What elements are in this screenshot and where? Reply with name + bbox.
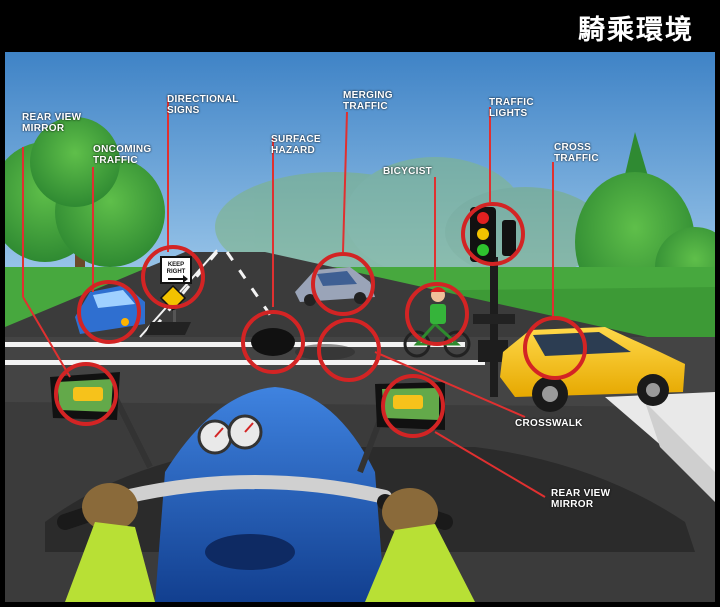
callout-ring-right-mirror bbox=[381, 374, 445, 438]
label-crosswalk: CROSSWALK bbox=[515, 418, 583, 429]
callout-ring-cross-traffic bbox=[523, 316, 587, 380]
callout-ring-hazard bbox=[241, 310, 305, 374]
surface-hazard-pothole bbox=[251, 328, 295, 356]
cross-traffic-taxi bbox=[500, 327, 685, 412]
right-rear-view-mirror bbox=[375, 382, 445, 430]
left-tree bbox=[5, 117, 165, 297]
keep-right-sign-text-line1: KEEP bbox=[168, 262, 184, 268]
right-sidewalk-2 bbox=[645, 402, 715, 502]
label-traffic-lights: TRAFFIC LIGHTS bbox=[489, 97, 534, 119]
callout-ring-oncoming bbox=[77, 280, 141, 344]
callout-rings bbox=[54, 202, 587, 438]
callout-lines bbox=[22, 97, 554, 498]
label-merging-traffic: MERGING TRAFFIC bbox=[343, 90, 393, 112]
callout-ring-bicyclist bbox=[405, 282, 469, 346]
title-bar: 騎乘環境 bbox=[0, 0, 720, 52]
callout-ring-signs bbox=[141, 245, 205, 309]
keep-right-sign-text-line2: RIGHT bbox=[167, 269, 186, 275]
label-bicyclist: BICYCIST bbox=[383, 166, 433, 177]
riding-environment-scene: KEEP RIGHT bbox=[5, 52, 715, 602]
directional-signs: KEEP RIGHT bbox=[145, 256, 192, 335]
crosswalk-stripe bbox=[5, 360, 485, 365]
lane-dashes bbox=[153, 251, 277, 328]
label-oncoming-traffic: ONCOMING TRAFFIC bbox=[93, 144, 152, 166]
callout-ring-crosswalk bbox=[317, 318, 381, 382]
label-rear-view-mirror-right: REAR VIEW MIRROR bbox=[551, 488, 611, 510]
label-surface-hazard: SURFACE HAZARD bbox=[271, 134, 321, 156]
page-title: 騎乘環境 bbox=[578, 15, 694, 46]
callout-ring-left-mirror bbox=[54, 362, 118, 426]
callout-ring-merging bbox=[311, 252, 375, 316]
hazard-shadow bbox=[295, 344, 355, 360]
left-rear-view-mirror bbox=[50, 372, 120, 420]
traffic-light-icon bbox=[470, 207, 516, 397]
callout-ring-traffic-lights bbox=[461, 202, 525, 266]
motorcycle-cockpit bbox=[45, 387, 695, 602]
oncoming-car bbox=[75, 285, 145, 334]
label-cross-traffic: CROSS TRAFFIC bbox=[554, 142, 599, 164]
label-rear-view-mirror-left: REAR VIEW MIRROR bbox=[22, 112, 82, 134]
speedometer-icon bbox=[197, 414, 263, 455]
scene-illustration: KEEP RIGHT bbox=[5, 52, 715, 602]
label-directional-signs: DIRECTIONAL SIGNS bbox=[167, 94, 239, 116]
crosswalk-stripe bbox=[5, 342, 465, 347]
